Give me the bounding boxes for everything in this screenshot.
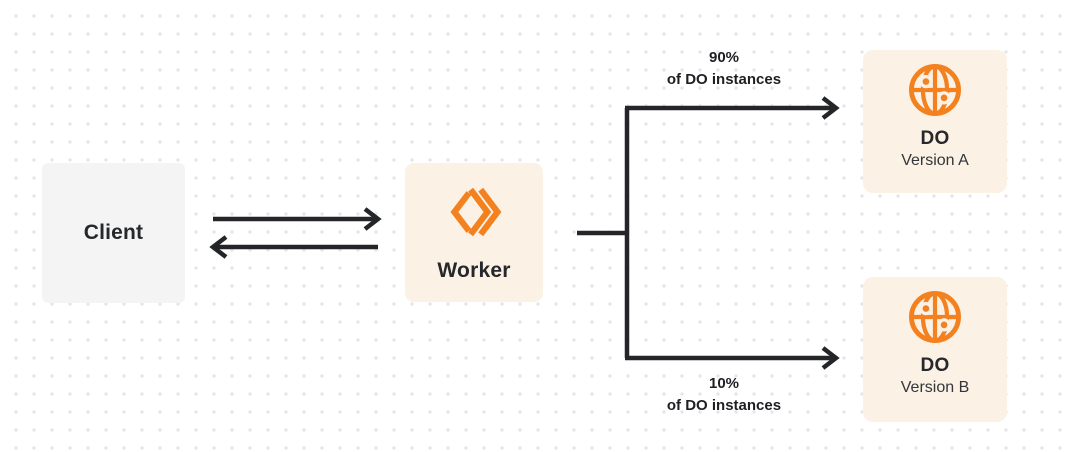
edge-bottom-percent: 10%	[708, 375, 740, 392]
do-a-title: DO	[920, 128, 950, 149]
do-version-a-node: DO Version A	[863, 50, 1007, 193]
durable-object-globe-icon	[909, 291, 961, 343]
worker-node: Worker	[405, 163, 543, 302]
edge-top-percent: 90%	[708, 49, 740, 66]
durable-object-globe-icon	[909, 64, 961, 116]
arrow-to-do-version-b	[625, 346, 840, 370]
edge-label-90-percent: 90% of DO instances	[614, 47, 834, 91]
arrow-client-to-worker	[213, 207, 382, 231]
arrow-worker-to-client	[209, 235, 378, 259]
edge-top-caption: of DO instances	[666, 70, 782, 88]
arrow-to-do-version-a	[625, 96, 840, 120]
workers-chevrons-icon	[450, 187, 502, 237]
worker-label: Worker	[437, 259, 511, 282]
do-a-subtitle: Version A	[901, 152, 969, 169]
edge-label-10-percent: 10% of DO instances	[614, 373, 834, 417]
do-version-b-node: DO Version B	[863, 277, 1007, 422]
client-label: Client	[83, 221, 144, 244]
do-b-subtitle: Version B	[900, 379, 970, 396]
edge-bottom-caption: of DO instances	[666, 396, 782, 414]
do-b-title: DO	[920, 355, 950, 376]
branch-split-line	[577, 108, 630, 358]
client-node: Client	[42, 163, 185, 303]
